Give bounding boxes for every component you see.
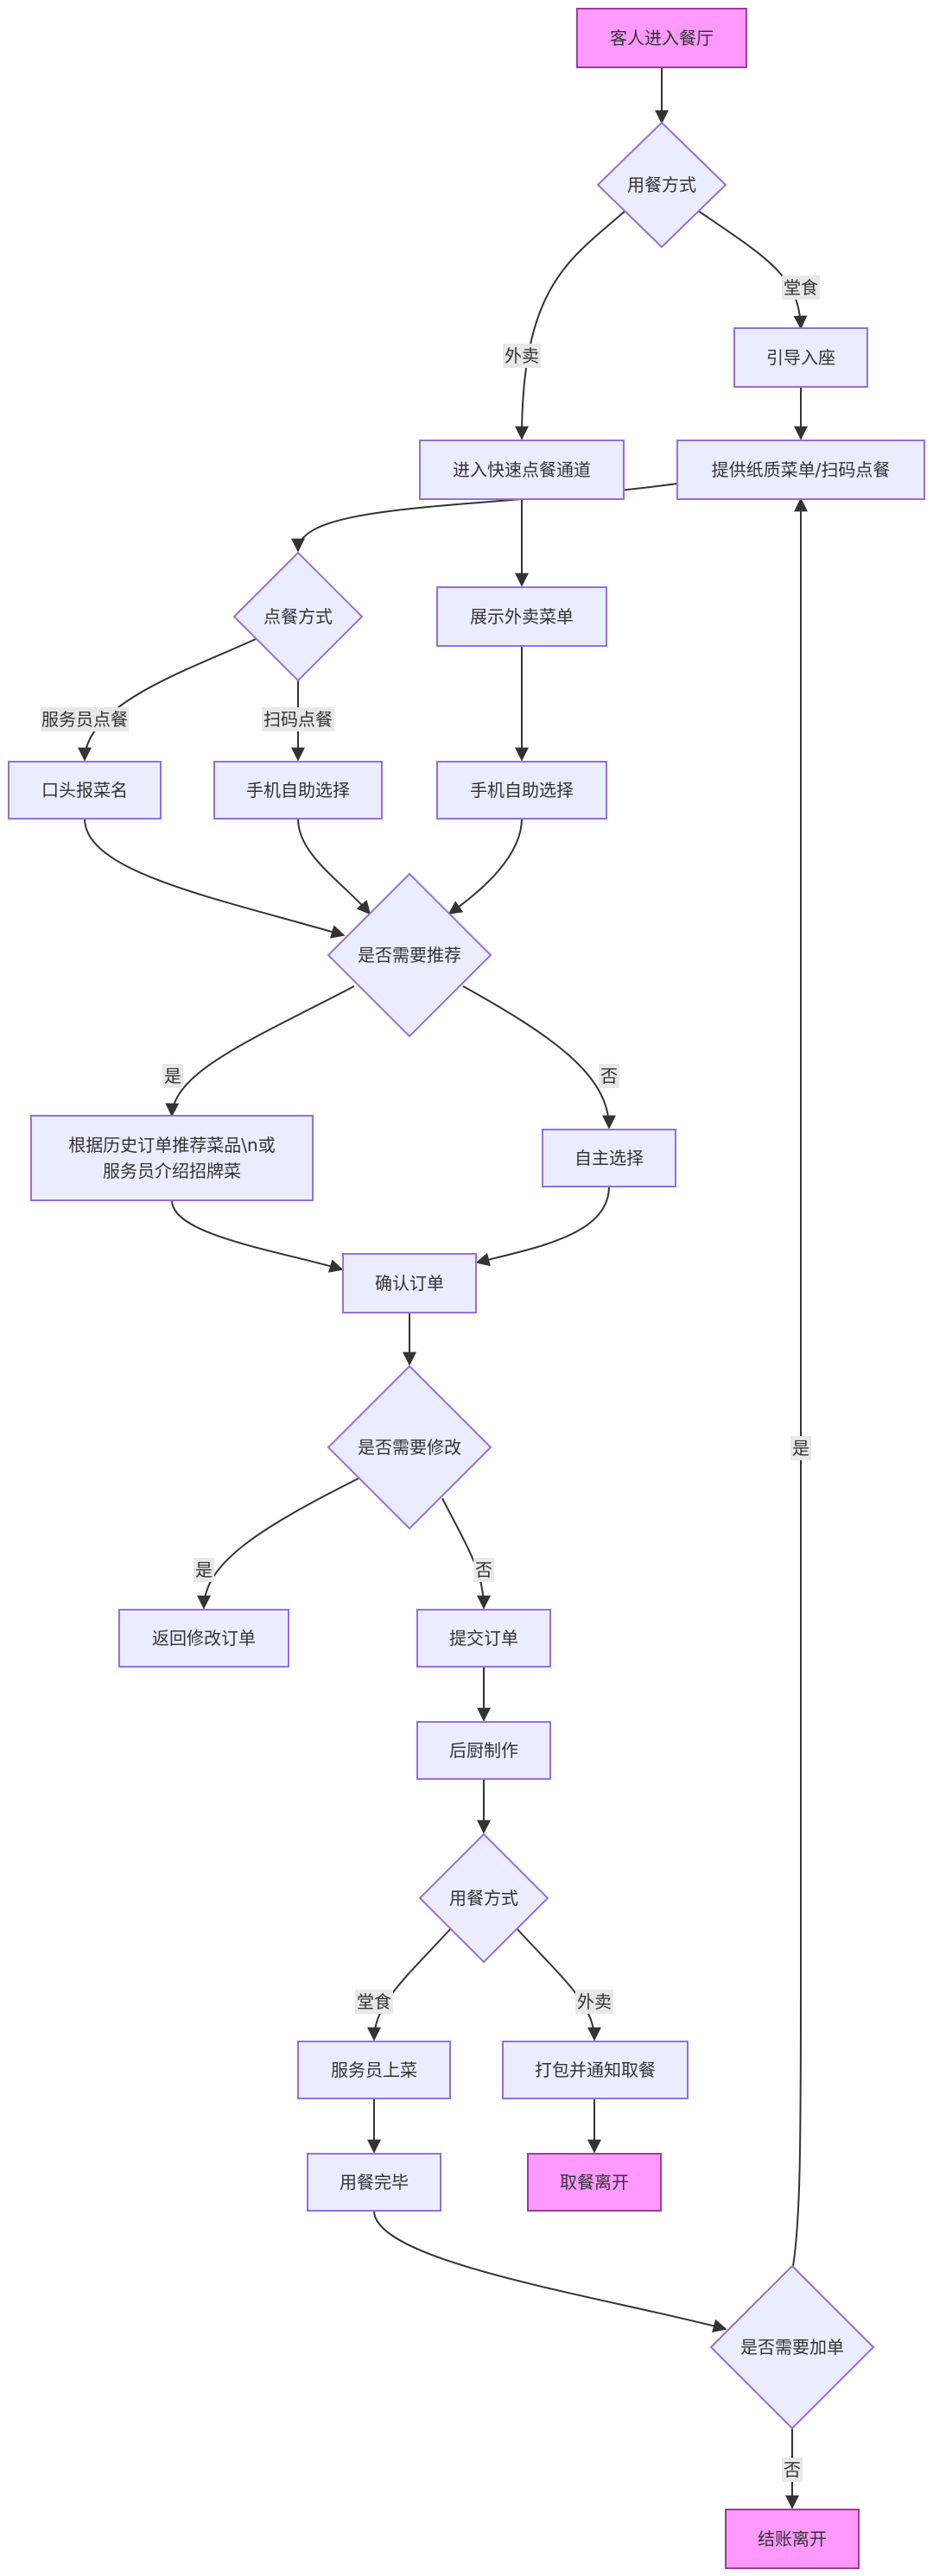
node-phone-self-select-2-label: 手机自助选择	[470, 780, 574, 801]
edge-phone-2-to-recommend	[447, 818, 523, 915]
node-order-mode-decision-label: 点餐方式	[263, 606, 333, 627]
node-kitchen	[416, 1721, 551, 1780]
node-checkout-leave	[725, 2509, 860, 2569]
node-guide-seat	[733, 327, 868, 388]
edge-dine-mode-2-to-pack	[515, 1927, 601, 2041]
node-kitchen-label: 后厨制作	[449, 1740, 518, 1761]
node-guide-seat-label: 引导入座	[766, 347, 835, 368]
edge-order-mode-to-verbal	[78, 638, 257, 762]
node-phone-self-select-2	[436, 761, 607, 820]
nodes: 客人进入餐厅 用餐方式 引导入座 进入快速点餐通道 提供纸质菜单/扫码点餐 点餐…	[8, 8, 925, 2569]
edge-label-scan-order: 扫码点餐	[263, 709, 333, 730]
edge-label-bg	[575, 1990, 613, 2014]
node-add-order-decision	[709, 2264, 875, 2430]
node-phone-self-select-1-label: 手机自助选择	[246, 780, 350, 801]
edge-label-bg	[262, 707, 334, 731]
node-return-modify	[118, 1609, 289, 1668]
edge-labels: 堂食 外卖 服务员点餐 扫码点餐 是 否 是 否 堂食 外卖 是 否	[41, 275, 820, 2482]
edge-modify-to-submit	[441, 1497, 491, 1610]
node-fast-channel	[419, 440, 625, 500]
edge-dine-mode-to-fast-channel	[515, 210, 626, 440]
edge-label-no-add: 否	[784, 2459, 801, 2480]
edge-phone-1-to-recommend	[297, 818, 371, 915]
node-phone-self-select-1	[213, 761, 383, 820]
edge-no-to-confirm	[475, 1186, 610, 1267]
node-enter-restaurant-label: 客人进入餐厅	[610, 28, 714, 48]
edge-yes-to-confirm	[171, 1199, 344, 1273]
node-show-takeout-menu	[436, 586, 607, 647]
edge-label-no-recommend: 否	[600, 1066, 618, 1086]
node-submit-order	[416, 1609, 551, 1668]
node-dine-mode-decision-2	[418, 1832, 549, 1964]
edge-label-waiter-order: 服务员点餐	[41, 709, 128, 730]
edge-label-dine-in-2: 堂食	[357, 1991, 391, 2012]
edges	[78, 67, 808, 2510]
edge-label-yes-add: 是	[792, 1438, 809, 1459]
edge-label-no-modify: 否	[475, 1560, 492, 1580]
edge-modify-to-return	[197, 1478, 359, 1610]
node-serve-label: 服务员上菜	[331, 2060, 417, 2080]
node-recommend-dishes-line2: 服务员介绍招牌菜	[103, 1161, 241, 1181]
edge-label-bg	[782, 2458, 803, 2482]
node-dine-mode-decision-1	[596, 121, 727, 249]
node-pickup-leave-label: 取餐离开	[560, 2172, 629, 2193]
node-pack-notify	[502, 2041, 689, 2099]
node-modify-decision	[327, 1364, 492, 1530]
node-enter-restaurant	[576, 8, 747, 68]
edge-label-bg	[790, 1436, 811, 1460]
node-paper-menu-label: 提供纸质菜单/扫码点餐	[712, 459, 891, 480]
edge-label-bg	[503, 344, 541, 368]
node-order-mode-decision	[232, 551, 364, 682]
node-return-modify-label: 返回修改订单	[152, 1628, 256, 1649]
node-dine-mode-decision-1-label: 用餐方式	[627, 174, 696, 195]
node-pickup-leave	[527, 2153, 662, 2212]
edge-label-bg	[194, 1558, 214, 1582]
edge-label-yes-modify: 是	[195, 1560, 213, 1580]
node-submit-order-label: 提交订单	[449, 1628, 518, 1649]
edge-recommend-to-no	[462, 985, 616, 1130]
node-confirm-order	[342, 1253, 477, 1313]
node-pack-notify-label: 打包并通知取餐	[535, 2060, 656, 2080]
node-paper-menu	[676, 440, 925, 500]
node-add-order-decision-label: 是否需要加单	[740, 2337, 844, 2358]
edge-label-takeout-1: 外卖	[505, 345, 539, 366]
node-dine-mode-decision-2-label: 用餐方式	[449, 1888, 518, 1908]
node-self-select-label: 自主选择	[574, 1148, 644, 1168]
edge-label-yes-recommend: 是	[164, 1066, 181, 1086]
edge-label-bg	[473, 1558, 494, 1582]
node-verbal-order	[8, 761, 162, 820]
edge-verbal-to-recommend	[84, 818, 346, 939]
edge-meal-done-to-add	[373, 2210, 727, 2333]
edge-dine-mode-to-guide-seat	[697, 210, 808, 330]
node-confirm-order-label: 确认订单	[375, 1273, 444, 1294]
edge-label-dine-in-1: 堂食	[784, 277, 818, 298]
node-recommend-dishes-line1: 根据历史订单推荐菜品\n或	[68, 1135, 275, 1155]
edge-label-takeout-2: 外卖	[577, 1991, 612, 2012]
edge-label-bg	[782, 275, 820, 300]
node-recommend-decision	[327, 872, 492, 1038]
edge-recommend-to-yes	[165, 985, 355, 1117]
edge-label-bg	[355, 1990, 393, 2014]
node-recommend-decision-label: 是否需要推荐	[358, 945, 461, 965]
node-modify-decision-label: 是否需要修改	[358, 1437, 461, 1458]
node-verbal-order-label: 口头报菜名	[41, 780, 128, 801]
node-recommend-dishes	[30, 1115, 314, 1201]
node-meal-done-label: 用餐完毕	[340, 2172, 409, 2193]
node-self-select	[542, 1129, 676, 1187]
edge-label-bg	[162, 1064, 183, 1088]
node-show-takeout-menu-label: 展示外卖菜单	[470, 606, 574, 627]
edge-dine-mode-2-to-serve	[367, 1927, 453, 2041]
node-meal-done	[307, 2153, 441, 2212]
edge-add-to-paper-menu	[791, 497, 808, 2272]
node-serve	[297, 2041, 451, 2099]
edge-label-bg	[599, 1064, 619, 1088]
node-fast-channel-label: 进入快速点餐通道	[453, 459, 591, 480]
edge-label-bg	[41, 707, 129, 731]
node-checkout-leave-label: 结账离开	[758, 2529, 827, 2549]
